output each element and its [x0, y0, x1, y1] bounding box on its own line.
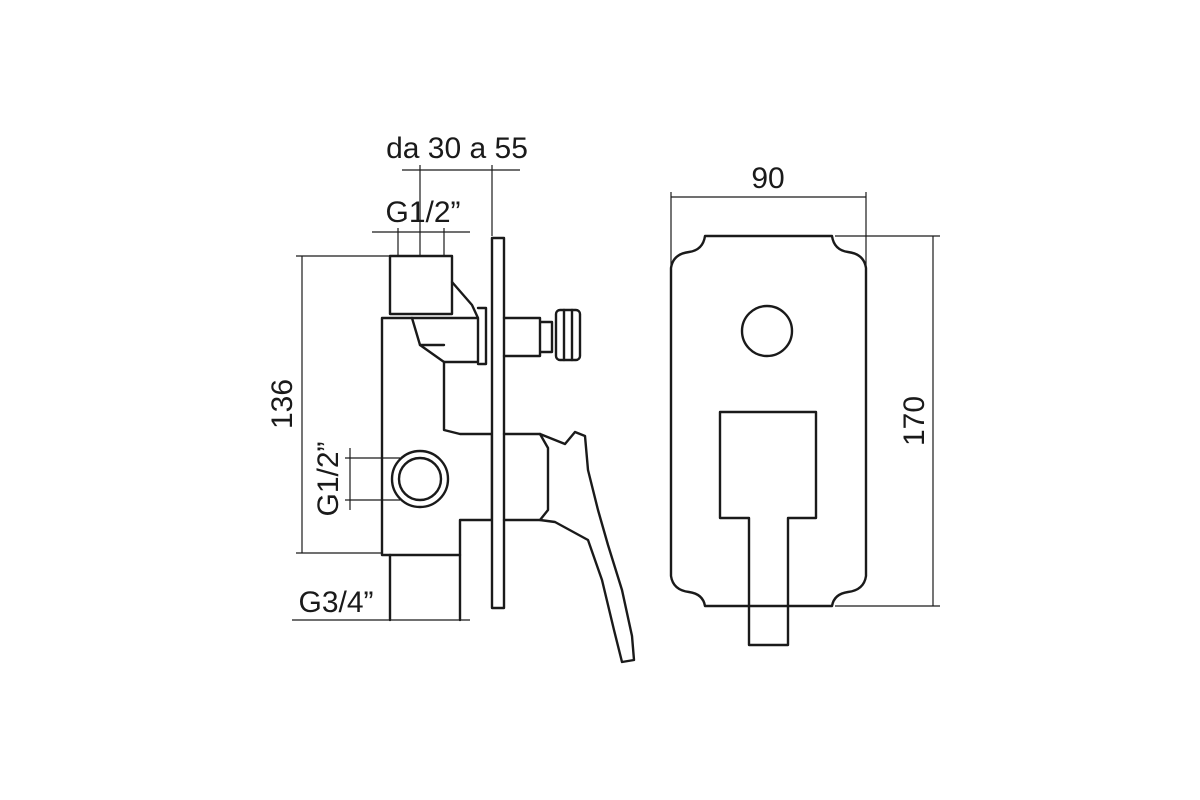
lever-handle: [502, 430, 636, 664]
top-outlet-block: [388, 254, 454, 316]
plate-height-label: 170: [898, 396, 931, 446]
side-view: [380, 236, 636, 664]
top-outlet-elbow: [410, 280, 480, 364]
side-outlet-thread-label: G1/2”: [312, 441, 345, 516]
inlet-extension: [388, 553, 462, 622]
cover-plate: [669, 234, 868, 608]
plate-width-label: 90: [751, 162, 784, 195]
front-view: [669, 234, 868, 647]
diverter-nut: [476, 306, 488, 366]
wall-plate-profile: [490, 236, 506, 610]
dimension-lines: [292, 165, 940, 621]
side-outlet-ring: [390, 449, 450, 509]
lever-front: [718, 410, 818, 647]
body-height-label: 136: [266, 379, 299, 429]
side-outlet-bore: [397, 456, 443, 502]
wall-depth-label: da 30 a 55: [386, 132, 528, 165]
diverter-stem: [502, 316, 554, 358]
diverter-knob-front: [740, 304, 794, 358]
lever-collar: [538, 432, 550, 522]
inlet-thread-label: G3/4”: [298, 586, 373, 619]
top-outlet-thread-label: G1/2”: [385, 196, 460, 229]
valve-body: [380, 316, 494, 557]
diverter-knob: [554, 308, 582, 362]
diverter-knob-grip: [562, 308, 574, 362]
